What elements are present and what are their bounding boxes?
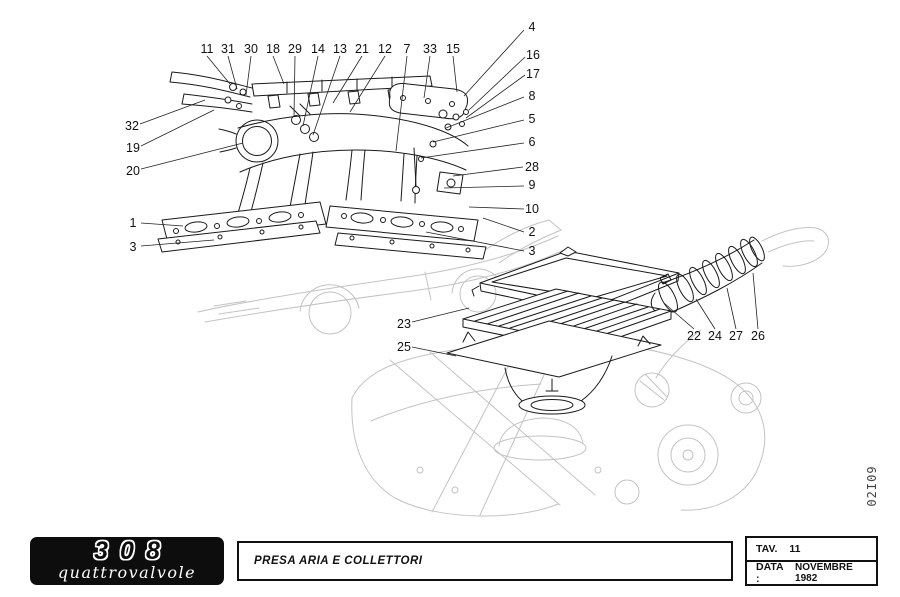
reference-box: TAV. 11 DATA : NOVEMBRE 1982 xyxy=(745,536,878,586)
logo-model-text: 308 xyxy=(94,537,172,566)
tav-label: TAV. xyxy=(756,543,778,555)
ferrari-308-logo: 308 quattrovalvole xyxy=(30,537,224,585)
exploded-view-drawing xyxy=(139,29,830,517)
tav-number: 11 xyxy=(789,543,801,555)
drawing-title: PRESA ARIA E COLLETTORI xyxy=(254,555,423,567)
intake-manifold-drawing xyxy=(157,71,487,260)
title-block: 308 quattrovalvole PRESA ARIA E COLLETTO… xyxy=(0,530,900,597)
data-label: DATA : xyxy=(756,561,784,585)
leader-lines xyxy=(139,29,759,357)
background-engine-sketch xyxy=(197,219,830,517)
drawing-code: 02I09 xyxy=(865,465,879,507)
drawing-title-box: PRESA ARIA E COLLETTORI xyxy=(237,541,733,581)
data-value: NOVEMBRE 1982 xyxy=(795,562,853,584)
data-cell: DATA : NOVEMBRE 1982 xyxy=(745,560,878,586)
logo-variant-text: quattrovalvole xyxy=(57,563,197,583)
tav-cell: TAV. 11 xyxy=(745,536,878,562)
air-cleaner-drawing xyxy=(446,236,765,415)
